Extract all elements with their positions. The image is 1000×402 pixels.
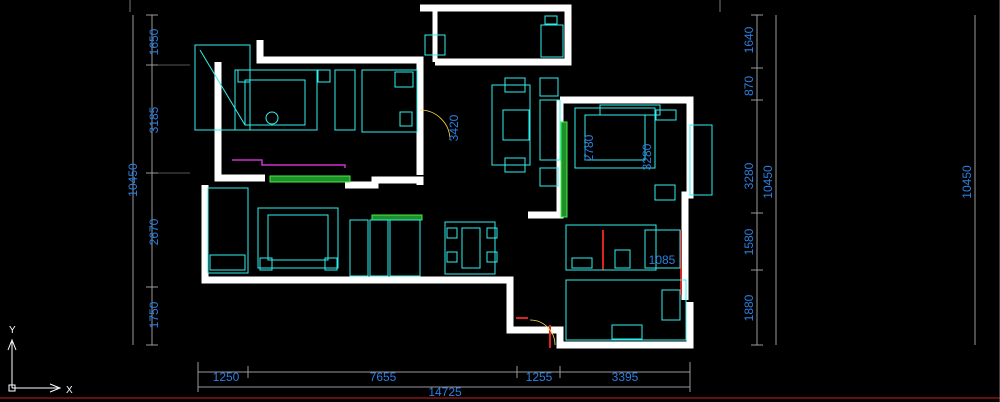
left-dim-3: 10450 xyxy=(126,163,140,197)
bottom-dimension-chain xyxy=(197,362,691,392)
bottom-dim-3: 1255 xyxy=(526,370,553,384)
right-dim-2: 870 xyxy=(742,76,756,96)
inner-dim-bath: 1085 xyxy=(649,253,676,267)
inner-dim-living: 3420 xyxy=(447,114,461,141)
bottom-total: 14725 xyxy=(428,385,462,399)
inner-dim-bedroom-a: 2780 xyxy=(582,134,596,161)
right-dimension-chain xyxy=(751,14,976,346)
left-dim-4: 2670 xyxy=(147,218,161,245)
right-dim-4: 1580 xyxy=(742,228,756,255)
left-dim-2: 3185 xyxy=(147,106,161,133)
x-axis-label: X xyxy=(66,385,73,396)
inner-dim-bedroom-b: 3280 xyxy=(640,143,654,170)
far-right-total: 10450 xyxy=(960,165,974,199)
right-dim-3: 3280 xyxy=(742,162,756,189)
left-dim-5: 1750 xyxy=(147,301,161,328)
right-dim-1: 1640 xyxy=(742,26,756,53)
ucs-axis-icon xyxy=(7,338,62,393)
dimension-labels: 1650 3185 10450 2670 1750 1640 870 3280 … xyxy=(126,26,974,399)
bottom-dim-4: 3395 xyxy=(612,370,639,384)
y-axis-label: Y xyxy=(9,325,16,336)
red-accents xyxy=(516,230,682,348)
magenta-detail xyxy=(232,159,346,168)
left-dimension-chain xyxy=(132,14,190,346)
right-total: 10450 xyxy=(761,165,775,199)
left-dim-1: 1650 xyxy=(147,28,161,55)
bottom-dim-1: 1250 xyxy=(213,370,240,384)
door-swings xyxy=(419,109,556,346)
bottom-dim-2: 7655 xyxy=(370,370,397,384)
furniture xyxy=(194,15,713,341)
right-dim-5: 1880 xyxy=(742,294,756,321)
